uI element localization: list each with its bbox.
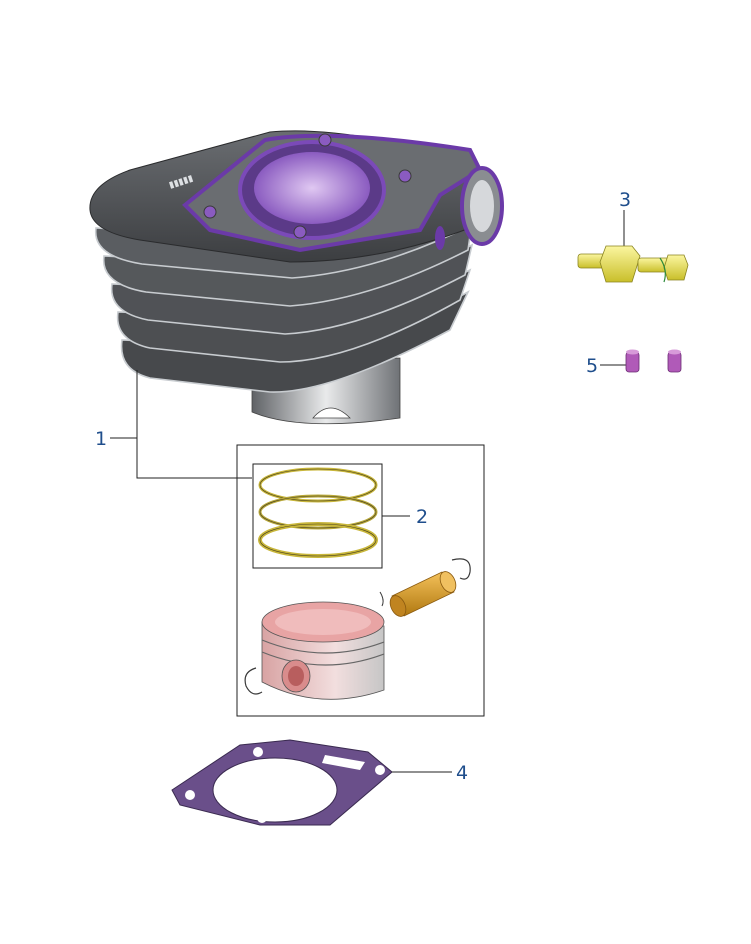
callout-3: 3 — [619, 189, 631, 211]
piston — [261, 601, 385, 700]
callout-1: 1 — [95, 428, 107, 450]
piston-pin — [389, 571, 457, 617]
oil-fitting-bolt — [577, 210, 689, 283]
cooling-fins — [94, 194, 474, 393]
cylinder-block: ▮▮▮▮▮ — [89, 130, 504, 425]
callout-2: 2 — [416, 506, 428, 528]
callout-1-leader — [110, 370, 252, 479]
piston-kit-frame — [236, 444, 485, 717]
dowel-pins — [600, 349, 682, 373]
dowel-pin-right — [667, 351, 682, 373]
dowel-pin-left — [625, 351, 640, 373]
callout-4: 4 — [456, 762, 468, 784]
circlip-left — [244, 667, 263, 695]
piston-ring-set — [258, 467, 378, 558]
callout-5: 5 — [586, 355, 598, 377]
base-gasket — [171, 739, 393, 826]
piston-rings-frame — [252, 463, 383, 569]
circlip-right — [451, 558, 471, 580]
